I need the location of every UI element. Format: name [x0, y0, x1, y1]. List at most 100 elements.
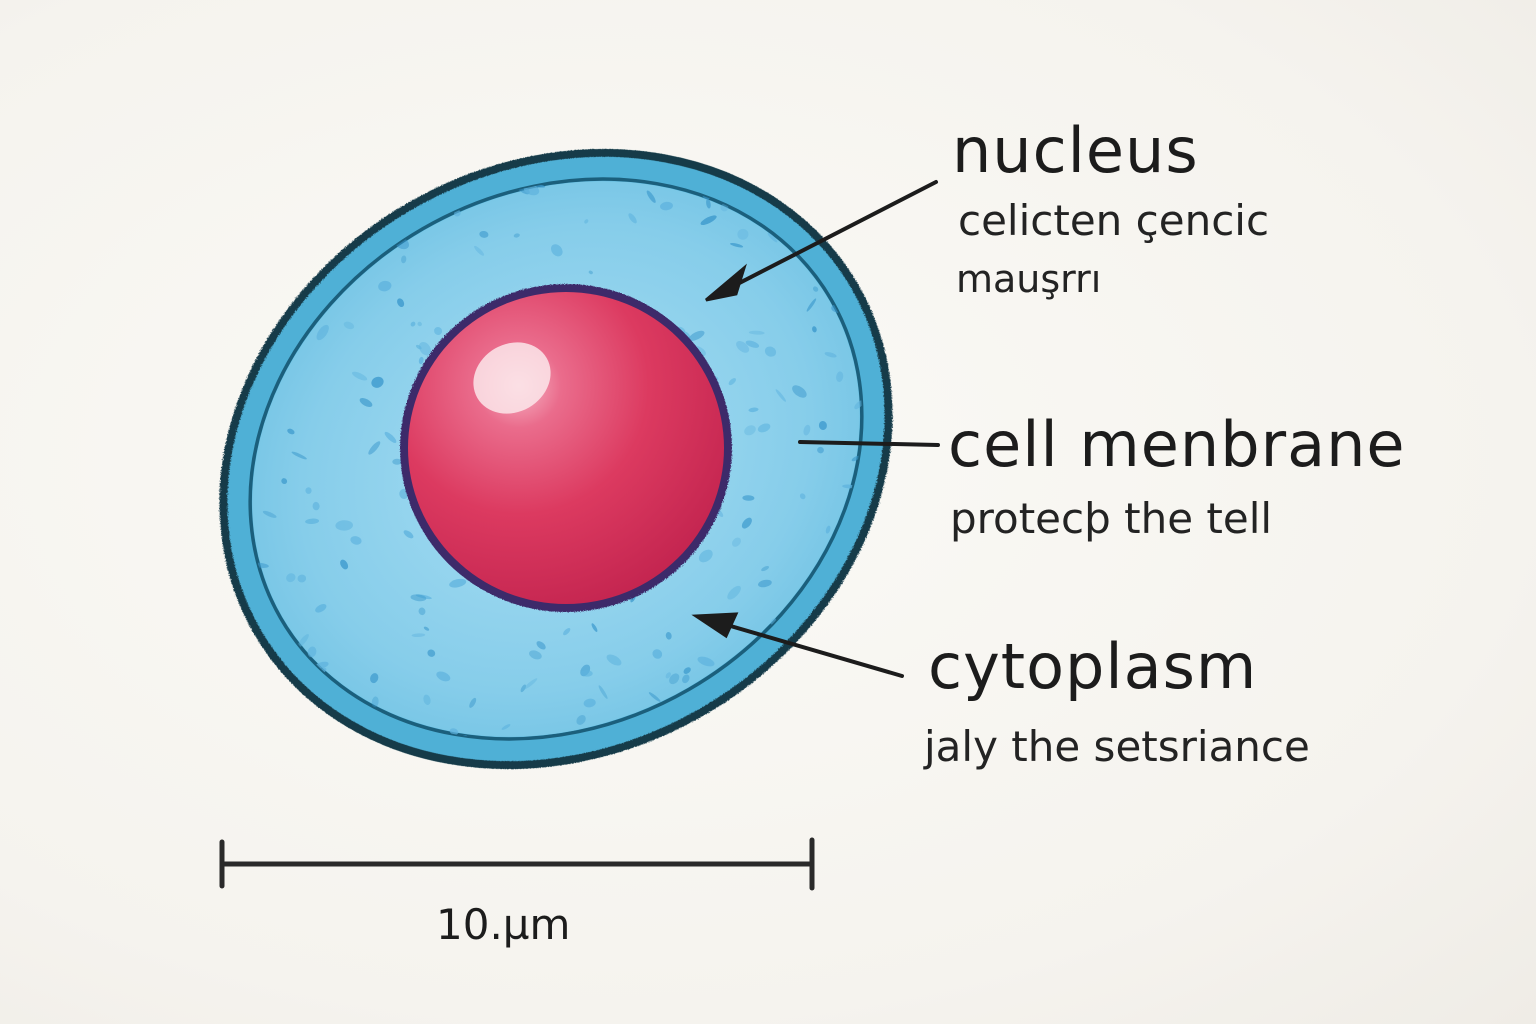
cytoplasm-granule [449, 728, 459, 735]
cytoplasm-granule [371, 696, 379, 708]
cytoplasm-granule [262, 510, 277, 518]
cytoplasm-granule [836, 371, 844, 382]
cytoplasm-granule [588, 270, 593, 275]
cytoplasm-granule [748, 407, 759, 413]
cytoplasm-granule [415, 594, 432, 600]
cytoplasm-granule [598, 685, 608, 699]
cytoplasm-granule [652, 649, 663, 659]
cytoplasm-granule [737, 228, 749, 240]
cytoplasm-granule [700, 215, 717, 226]
cytoplasm-granule [513, 233, 520, 238]
cytoplasm-granule [411, 633, 426, 638]
cytoplasm-granule [665, 672, 671, 679]
cytoplasm-granule [550, 244, 563, 257]
cytoplasm-granule [591, 623, 598, 632]
cytoplasm-granule [418, 607, 426, 616]
cytoplasm-granule [818, 421, 827, 430]
cytoplasm-granule [742, 495, 755, 501]
cytoplasm-arrowhead [691, 612, 739, 639]
cytoplasm-granule [371, 376, 384, 388]
cytoplasm-granule [761, 566, 770, 572]
cytoplasm-granule [646, 190, 656, 203]
cytoplasm-granule [682, 674, 690, 684]
cytoplasm-granule [708, 740, 722, 750]
cytoplasm-granule [392, 458, 402, 465]
cell-membrane-description: protecþ the tell [950, 494, 1273, 543]
cytoplasm-granule [863, 634, 870, 643]
cytoplasm-granule [378, 280, 392, 292]
membrane-leader-line [798, 440, 940, 447]
cytoplasm-granule [669, 673, 680, 685]
cytoplasm-granule [861, 275, 868, 284]
cytoplasm-granule [417, 321, 422, 327]
cytoplasm-granule [427, 649, 436, 657]
cytoplasm-granule [340, 559, 349, 570]
cytoplasm-granule [842, 484, 855, 489]
nucleus-highlight [473, 342, 551, 414]
cytoplasm-granule [410, 321, 416, 327]
cytoplasm-granule [469, 697, 477, 708]
cytoplasm-granule [348, 216, 359, 223]
cytoplasm-granule [520, 684, 527, 693]
cytoplasm-granule [242, 354, 252, 364]
nucleus-label: nucleus [952, 114, 1199, 187]
cytoplasm-granule [818, 627, 826, 636]
cytoplasm-granule [812, 326, 817, 333]
cytoplasm-granule [423, 626, 430, 631]
cytoplasm-granule [235, 204, 241, 213]
cytoplasm-granule [315, 604, 327, 613]
cytoplasm-granule [698, 549, 713, 563]
cytoplasm-granule [688, 330, 705, 341]
cytoplasm-granule [728, 378, 736, 386]
cytoplasm-granule [730, 242, 744, 248]
cytoplasm-granule [418, 356, 424, 365]
cytoplasm-granule [845, 642, 852, 648]
cytoplasm-granule [736, 341, 750, 353]
cytoplasm-granule [764, 346, 777, 357]
cytoplasm-granule [418, 341, 432, 356]
scale-bar-label: 10.µm [436, 900, 571, 949]
cytoplasm-granule [313, 237, 320, 247]
cytoplasm-granule [697, 656, 715, 667]
cytoplasm-granule [744, 425, 756, 436]
cytoplasm-granule [335, 520, 353, 531]
cytoplasm-granule [370, 673, 379, 684]
cytoplasm-granule [401, 255, 407, 264]
cytoplasm-granule [851, 455, 860, 462]
cytoplasm-granule [720, 203, 729, 212]
cytoplasm-granule [350, 536, 362, 545]
cytoplasm-granule [272, 245, 281, 256]
cytoplasm-granule [583, 698, 596, 708]
cytoplasm-granule [741, 517, 752, 529]
cytoplasm-granule [536, 641, 546, 650]
cytoplasm-granule [316, 324, 329, 341]
cytoplasm-granule [835, 210, 847, 222]
cytoplasm-granule [235, 689, 252, 702]
cytoplasm-granule [803, 424, 811, 436]
cytoplasm-granule [224, 225, 242, 236]
nucleus-description-line2: mauşrrı [956, 257, 1102, 301]
nucleus [400, 284, 732, 612]
cytoplasm-granule [628, 213, 637, 224]
cytoplasm-granule [359, 397, 373, 408]
cytoplasm-granule [307, 646, 317, 658]
cytoplasm-granule [501, 724, 511, 730]
cytoplasm-granule [580, 669, 593, 677]
cytoplasm-granule [449, 578, 467, 588]
cytoplasm-granule [297, 634, 309, 648]
cytoplasm-granule [307, 175, 314, 182]
cytoplasm-granule [563, 627, 571, 636]
cytoplasm-granule [817, 446, 824, 454]
cytoplasm-granule [825, 525, 831, 534]
cytoplasm-granule [281, 478, 288, 485]
cytoplasm-granule [299, 257, 318, 264]
cytoplasm-granule [344, 183, 362, 195]
cytoplasm-granule [842, 705, 858, 713]
cytoplasm-granule [343, 321, 355, 330]
cytoplasm-granule [872, 679, 882, 689]
cytoplasm-granule [410, 594, 427, 602]
cytoplasm-granule [806, 298, 817, 312]
cytoplasm-granule [297, 574, 307, 583]
